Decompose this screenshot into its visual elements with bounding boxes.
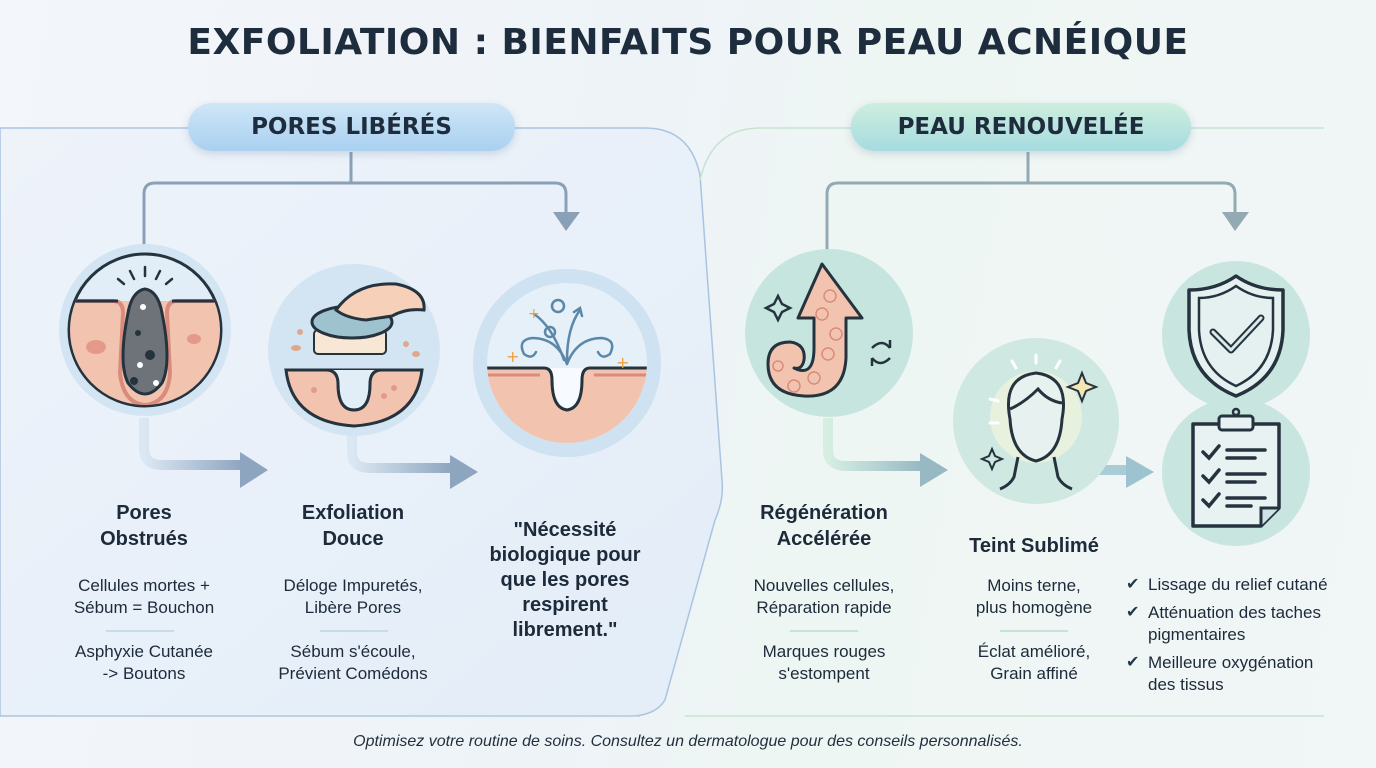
breathing-pore-icon: + + + [473,269,661,457]
step-title-pores-obstrues: Pores Obstrués [54,500,234,552]
title-line: Exfoliation [301,502,405,524]
checklist-line: Atténuation des taches [1148,603,1321,622]
section-label-peau-renouvelee: PEAU RENOUVELÉE [851,103,1191,151]
desc-line: Déloge Impuretés, [283,576,423,595]
svg-text:+: + [616,353,629,372]
desc-line: Asphyxie Cutanée [75,642,213,661]
quote-line: librement." [512,619,618,641]
desc-line: plus homogène [975,598,1093,617]
checkmark-icon: ✔ [1126,604,1140,621]
svg-text:+: + [506,347,519,366]
page-title: EXFOLIATION : BIENFAITS POUR PEAU ACNÉIQ… [187,22,1189,63]
checklist-text: Meilleure oxygénation des tissus [1148,652,1313,696]
clipboard-checklist-icon [1162,400,1310,546]
quote-breathing-pores: "Nécessité biologique pour que les pores… [470,518,660,643]
quote-line: que les pores [500,569,630,591]
title-line: Accélérée [776,528,872,550]
divider [106,630,174,632]
step-desc-1: Cellules mortes + Sébum = Bouchon [44,575,244,619]
checkmark-icon: ✔ [1126,654,1140,671]
desc-line: -> Boutons [102,664,186,683]
cell-renewal-arrow-icon [745,249,913,417]
desc-line: s'estompent [778,664,870,683]
desc-line: Moins terne, [987,576,1081,595]
desc-line: Sébum s'écoule, [290,642,416,661]
checklist-item: ✔ Meilleure oxygénation des tissus [1126,652,1366,696]
step-desc-2: Sébum s'écoule, Prévient Comédons [253,641,453,685]
desc-line: Réparation rapide [756,598,892,617]
step-desc-2: Éclat amélioré, Grain affiné [934,641,1134,685]
step-title-regeneration: Régénération Accélérée [729,500,919,552]
step-desc-1: Moins terne, plus homogène [934,575,1134,619]
desc-line: Libère Pores [304,598,402,617]
checklist-line: des tissus [1148,675,1224,694]
divider [1000,630,1068,632]
quote-line: "Nécessité [513,519,617,541]
exfoliating-brush-icon [268,264,440,436]
step-desc-2: Marques rouges s'estompent [719,641,929,685]
footer-disclaimer: Optimisez votre routine de soins. Consul… [353,733,1023,750]
clogged-pore-icon [59,244,231,416]
desc-line: Cellules mortes + [78,576,210,595]
step-desc-2: Asphyxie Cutanée -> Boutons [44,641,244,685]
step-title-exfoliation-douce: Exfoliation Douce [263,500,443,552]
quote-line: biologique pour [489,544,641,566]
checklist-text: Atténuation des taches pigmentaires [1148,602,1321,646]
title-line: Régénération [760,502,888,524]
desc-line: Grain affiné [990,664,1078,683]
checklist-item: ✔ Lissage du relief cutané [1126,574,1366,596]
quote-line: respirent [522,594,608,616]
title-line: Obstrués [100,528,188,550]
desc-line: Nouvelles cellules, [753,576,895,595]
desc-line: Sébum = Bouchon [73,598,215,617]
svg-text:+: + [528,306,540,322]
divider [790,630,858,632]
checklist-text: Lissage du relief cutané [1148,574,1328,596]
benefits-checklist: ✔ Lissage du relief cutané ✔ Atténuation… [1126,574,1366,702]
desc-line: Prévient Comédons [278,664,428,683]
checklist-line: Meilleure oxygénation [1148,653,1314,672]
step-desc-1: Déloge Impuretés, Libère Pores [253,575,453,619]
checklist-item: ✔ Atténuation des taches pigmentaires [1126,602,1366,646]
section-label-pores-liberes: PORES LIBÉRÉS [188,103,515,151]
step-desc-1: Nouvelles cellules, Réparation rapide [719,575,929,619]
checklist-line: pigmentaires [1148,625,1246,644]
checklist-line: Lissage du relief cutané [1148,575,1328,594]
step-title-teint-sublime: Teint Sublimé [969,535,1099,557]
desc-line: Marques rouges [762,642,886,661]
title-line: Pores [116,502,172,524]
title-line: Douce [322,528,384,550]
checkmark-icon: ✔ [1126,576,1140,593]
glowing-face-icon [953,338,1119,504]
desc-line: Éclat amélioré, [977,642,1091,661]
divider [320,630,388,632]
shield-check-icon [1162,261,1310,409]
